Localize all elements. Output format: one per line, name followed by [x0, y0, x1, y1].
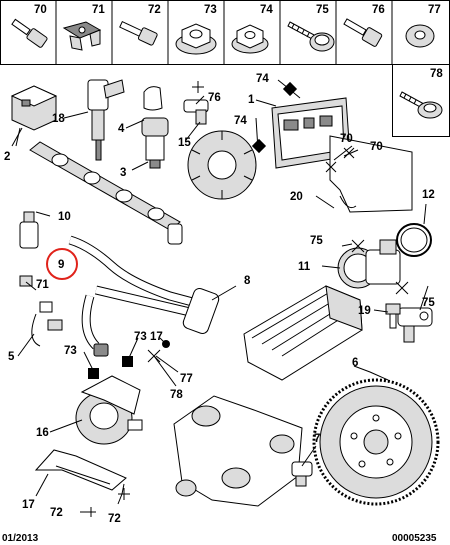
o-ring[interactable]	[396, 223, 432, 257]
thermostat-housing[interactable]	[173, 395, 303, 507]
injector[interactable]	[87, 79, 125, 161]
callout-7: 7	[314, 433, 320, 445]
highlighted-callout-9[interactable]: 9	[46, 248, 78, 280]
part-number-71: 71	[92, 4, 105, 16]
callout-17-bottom: 17	[22, 499, 35, 511]
header-part-71[interactable]: 71	[62, 4, 105, 51]
highlight-circle	[46, 248, 78, 280]
callout-15: 15	[178, 137, 191, 149]
header-part-74[interactable]: 74	[231, 4, 273, 54]
screw-icon	[399, 91, 443, 119]
callout-20: 20	[290, 191, 303, 203]
callout-71: 71	[36, 279, 49, 291]
callout-6: 6	[352, 357, 358, 369]
flywheel[interactable]	[312, 378, 440, 506]
part-number-75: 75	[316, 4, 329, 16]
footer-date: 01/2013	[2, 533, 39, 544]
clip-nut-icon	[62, 21, 102, 51]
callout-3: 3	[120, 167, 126, 179]
callout-73-left: 73	[64, 345, 77, 357]
callout-70-right: 70	[370, 141, 383, 153]
target-wheel[interactable]	[187, 130, 257, 200]
header-part-70[interactable]: 70	[11, 4, 48, 48]
bolt-icon	[343, 18, 383, 47]
pump-bracket[interactable]	[34, 449, 127, 491]
header-strip: 70 71 72 73	[0, 0, 450, 65]
callout-19: 19	[358, 305, 371, 317]
callout-8: 8	[244, 275, 251, 287]
callout-17-top: 17	[150, 331, 163, 343]
coolant-sensor[interactable]	[291, 461, 313, 487]
hose-clips[interactable]	[19, 275, 63, 347]
callout-16: 16	[36, 427, 49, 439]
callout-74-top: 74	[256, 73, 269, 85]
callout-2: 2	[4, 151, 10, 163]
callout-9: 9	[58, 259, 64, 271]
header-part-76[interactable]: 76	[343, 4, 385, 47]
part-number-73: 73	[204, 4, 217, 16]
speed-sensor[interactable]	[397, 307, 433, 343]
callout-75-upper: 75	[310, 235, 323, 247]
air-flow-meter[interactable]	[337, 239, 401, 289]
part-number-78: 78	[430, 68, 443, 80]
callout-1: 1	[248, 94, 255, 106]
flange-nut-icon	[231, 24, 269, 54]
fuel-hose[interactable]	[68, 235, 220, 357]
washer-icon	[405, 24, 435, 48]
callout-76: 76	[208, 92, 221, 104]
callout-78: 78	[170, 389, 183, 401]
header-part-73[interactable]: 73	[175, 4, 217, 55]
part-number-74: 74	[260, 4, 273, 16]
callout-11: 11	[298, 261, 311, 273]
header-part-77[interactable]: 77	[405, 4, 441, 48]
sensor-cap[interactable]	[143, 86, 163, 111]
callout-10: 10	[58, 211, 71, 223]
footer: 01/2013 00005235	[2, 533, 437, 544]
pressure-regulator[interactable]	[141, 117, 169, 169]
relay-module[interactable]	[10, 85, 58, 147]
flange-nut-icon	[175, 23, 217, 55]
cam-sensor[interactable]	[183, 99, 209, 125]
callout-75-lower: 75	[422, 297, 435, 309]
callout-72-right: 72	[108, 513, 121, 525]
callout-18: 18	[52, 113, 65, 125]
fuel-rail[interactable]	[29, 141, 183, 245]
part-number-77: 77	[428, 4, 441, 16]
callout-4: 4	[118, 123, 125, 135]
callout-5: 5	[8, 351, 15, 363]
callout-72-left: 72	[50, 507, 63, 519]
header-part-72[interactable]: 72	[119, 4, 161, 46]
intake-manifold[interactable]	[243, 285, 363, 381]
part-number-70: 70	[34, 4, 47, 16]
bolt-6[interactable]	[385, 303, 401, 329]
bolt-icon	[119, 20, 158, 46]
callout-73-right: 73	[134, 331, 147, 343]
temp-sensor[interactable]	[19, 211, 39, 249]
callout-77: 77	[180, 373, 193, 385]
diagram-area: 74 1 76 18 4 2 15 74 70 70 3 20 12 10 9 …	[0, 64, 440, 525]
callout-12: 12	[422, 189, 435, 201]
side-part-78[interactable]: 78	[392, 64, 450, 137]
self-tapping-screw-icon	[287, 21, 335, 52]
part-number-76: 76	[372, 4, 385, 16]
footer-reference: 00005235	[392, 533, 437, 544]
callout-labels: 74 1 76 18 4 2 15 74 70 70 3 20 12 10 9 …	[4, 73, 435, 525]
bolt-icon	[11, 18, 48, 48]
reference-markers	[86, 81, 409, 517]
leader-lines	[15, 79, 429, 513]
vacuum-pump[interactable]	[75, 375, 143, 445]
callout-70-left: 70	[340, 133, 353, 145]
callout-74-mid: 74	[234, 115, 247, 127]
part-number-72: 72	[148, 4, 161, 16]
header-part-75[interactable]: 75	[287, 4, 335, 52]
